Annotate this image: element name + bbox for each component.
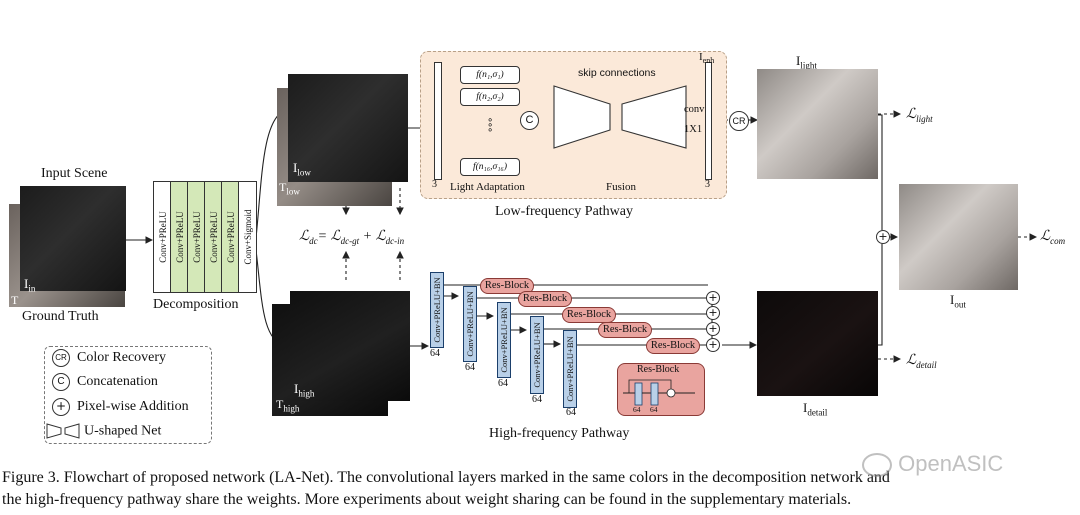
skip-connections-label: skip connections xyxy=(578,67,656,79)
enh-output-bar xyxy=(705,62,712,180)
legend-item-u-shaped-net: U-shaped Net xyxy=(46,422,161,440)
high-add-node-2: + xyxy=(706,306,720,320)
high-channel-4: 64 xyxy=(532,394,542,405)
res-block-inset-diagram xyxy=(623,379,695,406)
high-channel-5: 64 xyxy=(566,407,576,418)
res-block-inset-title: Res-Block xyxy=(637,364,680,375)
figure-caption-line-2: the high-frequency pathway share the wei… xyxy=(2,491,852,508)
t-high-label: Thigh xyxy=(276,397,300,414)
legend-box xyxy=(44,346,212,444)
concatenation-icon: C xyxy=(52,373,70,392)
i-out-image xyxy=(899,184,1018,290)
t-low-label: Tlow xyxy=(279,180,300,197)
res-block-inset-ch-2: 64 xyxy=(650,405,658,414)
color-recovery-icon: CR xyxy=(52,349,70,368)
wechat-icon xyxy=(862,453,892,478)
low-channel-right: 3 xyxy=(705,179,710,190)
figure-caption-line-1: Figure 3. Flowchart of proposed network … xyxy=(2,469,890,486)
i-low-label: Ilow xyxy=(293,160,311,178)
res-block-4: Res-Block xyxy=(598,322,652,338)
conv-size-label: 1X1 xyxy=(684,124,703,135)
i-detail-label: Idetail xyxy=(803,400,828,418)
color-recovery-node: CR xyxy=(729,111,749,131)
res-block-inset xyxy=(617,363,705,416)
i-light-image xyxy=(757,69,878,179)
high-channel-2: 64 xyxy=(465,362,475,373)
i-enh-label: Ienh xyxy=(699,51,715,66)
light-adaptation-label: Light Adaptation xyxy=(450,181,525,193)
light-adaptation-input-bar xyxy=(434,62,442,180)
i-low-image xyxy=(288,74,408,182)
legend-item-pixel-addition: + Pixel-wise Addition xyxy=(52,398,189,417)
u-shaped-net-icon xyxy=(46,423,80,439)
high-add-node-4: + xyxy=(706,338,720,352)
i-in-label: Iin xyxy=(24,276,36,294)
res-block-5: Res-Block xyxy=(646,338,700,354)
watermark-logo: OpenASIC xyxy=(862,451,1003,478)
legend-item-color-recovery: CR Color Recovery xyxy=(52,349,166,368)
concatenation-node: C xyxy=(520,111,539,130)
pixel-addition-icon: + xyxy=(52,398,70,417)
light-adaptation-f16: f(n₁₆,σ₁₆) xyxy=(460,158,520,176)
ground-truth-label: Ground Truth xyxy=(22,309,99,324)
low-frequency-pathway-label: Low-frequency Pathway xyxy=(495,204,634,219)
pixel-addition-node: + xyxy=(876,230,890,244)
decomposition-label: Decomposition xyxy=(153,297,239,312)
input-scene-title: Input Scene xyxy=(41,166,108,181)
high-conv-block-4: Conv+PReLU+BN xyxy=(530,316,544,394)
i-high-image xyxy=(290,291,410,401)
fusion-label: Fusion xyxy=(606,181,636,193)
high-conv-block-1: Conv+PReLU+BN xyxy=(430,272,444,348)
loss-light-label: ℒlight xyxy=(906,107,933,124)
light-adaptation-f2: f(n₂,σ₂) xyxy=(460,88,520,106)
res-block-1: Res-Block xyxy=(480,278,534,294)
legend-item-concatenation: C Concatenation xyxy=(52,373,158,392)
high-frequency-pathway-label: High-frequency Pathway xyxy=(489,426,630,441)
high-channel-1: 64 xyxy=(430,348,440,359)
res-block-inset-ch-1: 64 xyxy=(633,405,641,414)
high-conv-block-2: Conv+PReLU+BN xyxy=(463,286,477,362)
input-scene-image xyxy=(20,186,126,291)
conv-label: conv xyxy=(684,104,705,115)
res-block-3: Res-Block xyxy=(562,307,616,323)
high-conv-block-5: Conv+PReLU+BN xyxy=(563,330,577,408)
u-shaped-net xyxy=(553,85,687,149)
high-conv-block-3: Conv+PReLU+BN xyxy=(497,302,511,378)
i-detail-image xyxy=(757,291,878,396)
light-adaptation-f1: f(n₁,σ₁) xyxy=(460,66,520,84)
decomposition-layer-6: Conv+Sigmoid xyxy=(238,181,257,293)
loss-dc-equation: ℒdc= ℒdc-gt + ℒdc-in xyxy=(299,229,405,246)
low-channel-left: 3 xyxy=(432,179,437,190)
loss-com-label: ℒcom xyxy=(1040,229,1066,246)
high-channel-3: 64 xyxy=(498,378,508,389)
i-out-label: Iout xyxy=(950,292,966,310)
loss-detail-label: ℒdetail xyxy=(906,353,937,370)
res-block-2: Res-Block xyxy=(518,291,572,307)
t-label: T xyxy=(11,293,19,307)
light-adaptation-ellipsis: ∘∘∘ xyxy=(487,115,494,136)
high-add-node-3: + xyxy=(706,322,720,336)
i-light-label: Ilight xyxy=(796,53,817,71)
i-high-label: Ihigh xyxy=(294,381,315,399)
high-add-node-1: + xyxy=(706,291,720,305)
